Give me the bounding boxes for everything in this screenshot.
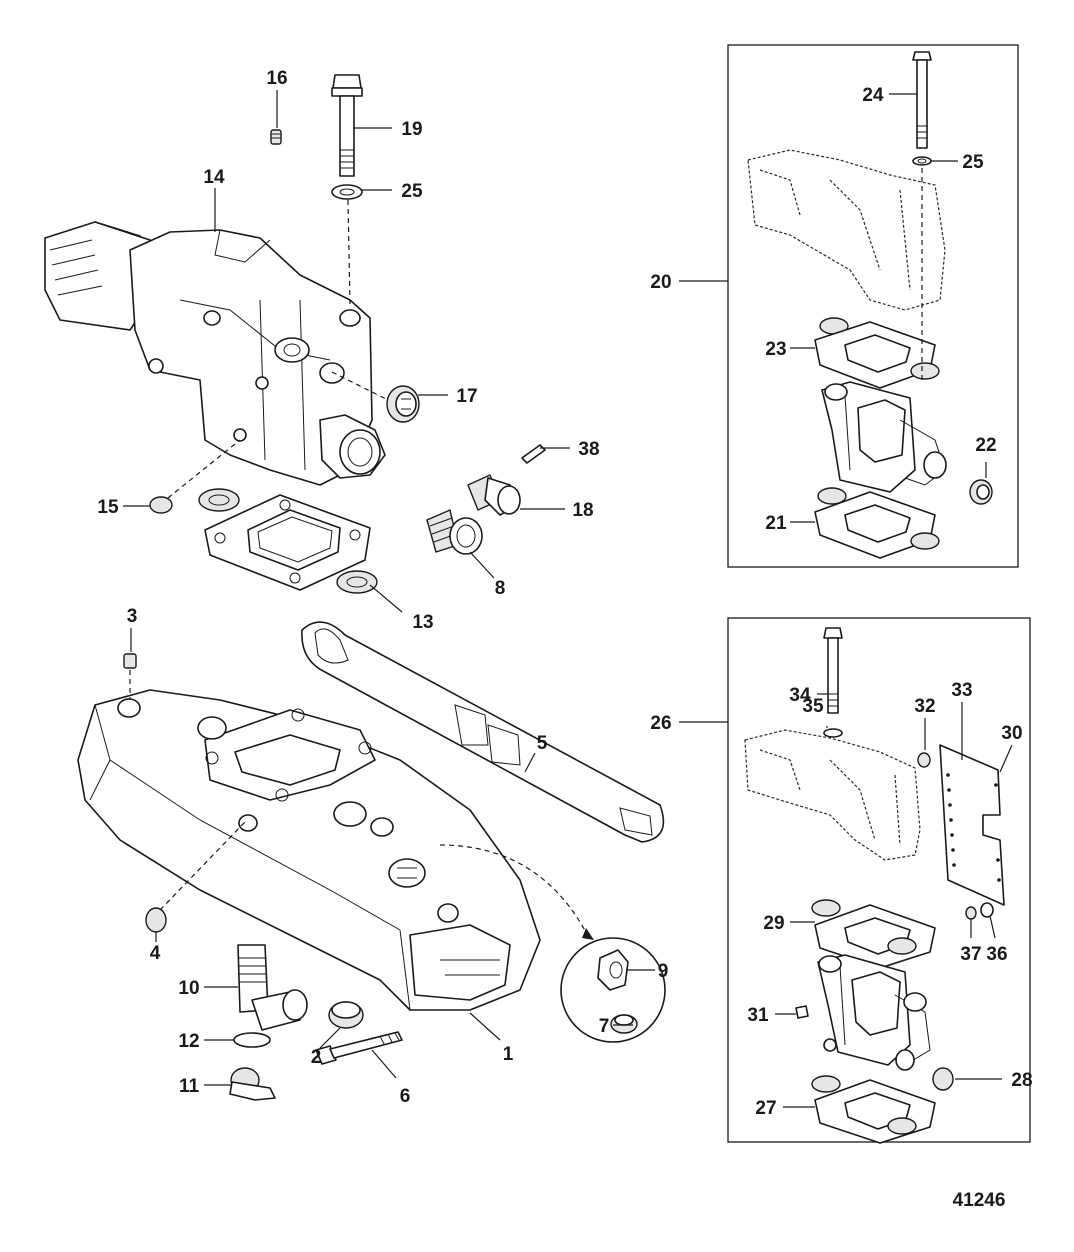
callout-28: 28 (1011, 1070, 1032, 1091)
guide-17-dash (331, 371, 389, 401)
callout-36: 36 (986, 944, 1007, 965)
part-1-manifold (77, 689, 541, 1011)
inset-26-parts (744, 627, 1005, 1144)
callout-13: 13 (412, 612, 433, 633)
part-13-gasket (198, 488, 378, 594)
callout-12: 12 (178, 1031, 199, 1052)
part-3-plug (123, 653, 137, 669)
callout-23: 23 (765, 339, 786, 360)
callout-25: 25 (401, 181, 423, 202)
callout-38: 38 (578, 439, 599, 460)
guide-4-dash (159, 821, 246, 911)
part-9-fitting (597, 949, 629, 991)
inset-20-parts (747, 51, 993, 559)
part-2-plug (328, 1001, 364, 1029)
callout-16: 16 (266, 68, 287, 89)
callout-30: 30 (1001, 723, 1022, 744)
callout-17: 17 (456, 386, 477, 407)
callout-6: 6 (400, 1086, 411, 1107)
callout-37: 37 (960, 944, 981, 965)
part-7-plug (610, 1014, 638, 1034)
guide-detail-arrowhead (582, 928, 594, 940)
part-12-oring (233, 1032, 271, 1048)
part-19-bolt (331, 74, 363, 177)
part-15-plug (149, 496, 173, 514)
callout-4: 4 (150, 943, 161, 964)
callout-5: 5 (537, 733, 548, 754)
callout-21: 21 (765, 513, 787, 534)
guide-15-dash (167, 439, 241, 499)
callout-14: 14 (203, 167, 225, 188)
part-38-fitting (521, 444, 546, 464)
guide-19-dash (347, 199, 351, 306)
part-4-plug (145, 907, 167, 933)
callout-18: 18 (572, 500, 593, 521)
callout-15: 15 (97, 497, 119, 518)
callout-1: 1 (503, 1044, 514, 1065)
part-5-gasket (301, 621, 665, 843)
callout-9: 9 (658, 961, 669, 982)
callout-11: 11 (179, 1076, 200, 1097)
callout-10: 10 (178, 978, 199, 999)
guide-detail-dash (439, 844, 589, 937)
part-16-plug (270, 129, 282, 145)
callout-29: 29 (763, 913, 784, 934)
callout-24: 24 (862, 85, 884, 106)
part-18-fitting (467, 474, 521, 516)
callout-7: 7 (599, 1016, 610, 1037)
callout-31: 31 (747, 1005, 769, 1026)
callout-25-inset: 25 (962, 152, 984, 173)
part-10-elbow (237, 944, 308, 1031)
callout-3: 3 (127, 606, 138, 627)
inset-box-20 (727, 44, 1019, 568)
callout-20: 20 (650, 272, 671, 293)
callout-labels: 16 19 25 14 17 15 13 38 18 8 3 4 5 1 2 6… (97, 68, 1032, 1119)
callout-34: 34 (789, 685, 811, 706)
callout-32: 32 (914, 696, 935, 717)
callout-26: 26 (650, 713, 671, 734)
callout-35-visible: 35 (802, 696, 824, 717)
elbow-assembly (44, 221, 386, 486)
callout-22: 22 (975, 435, 996, 456)
callout-19: 19 (401, 119, 422, 140)
detail-circle (560, 937, 666, 1043)
callout-2: 2 (311, 1047, 322, 1068)
callout-8: 8 (495, 578, 506, 599)
callout-27: 27 (755, 1098, 776, 1119)
part-25-washer (331, 184, 363, 200)
part-6-bolt (315, 1031, 403, 1065)
figure-number: 41246 (953, 1190, 1006, 1211)
part-17-plug (386, 385, 420, 423)
part-8-fitting (426, 509, 483, 555)
part-11-drainplug (229, 1067, 276, 1101)
callout-33: 33 (951, 680, 972, 701)
leader-lines (123, 90, 1013, 1108)
